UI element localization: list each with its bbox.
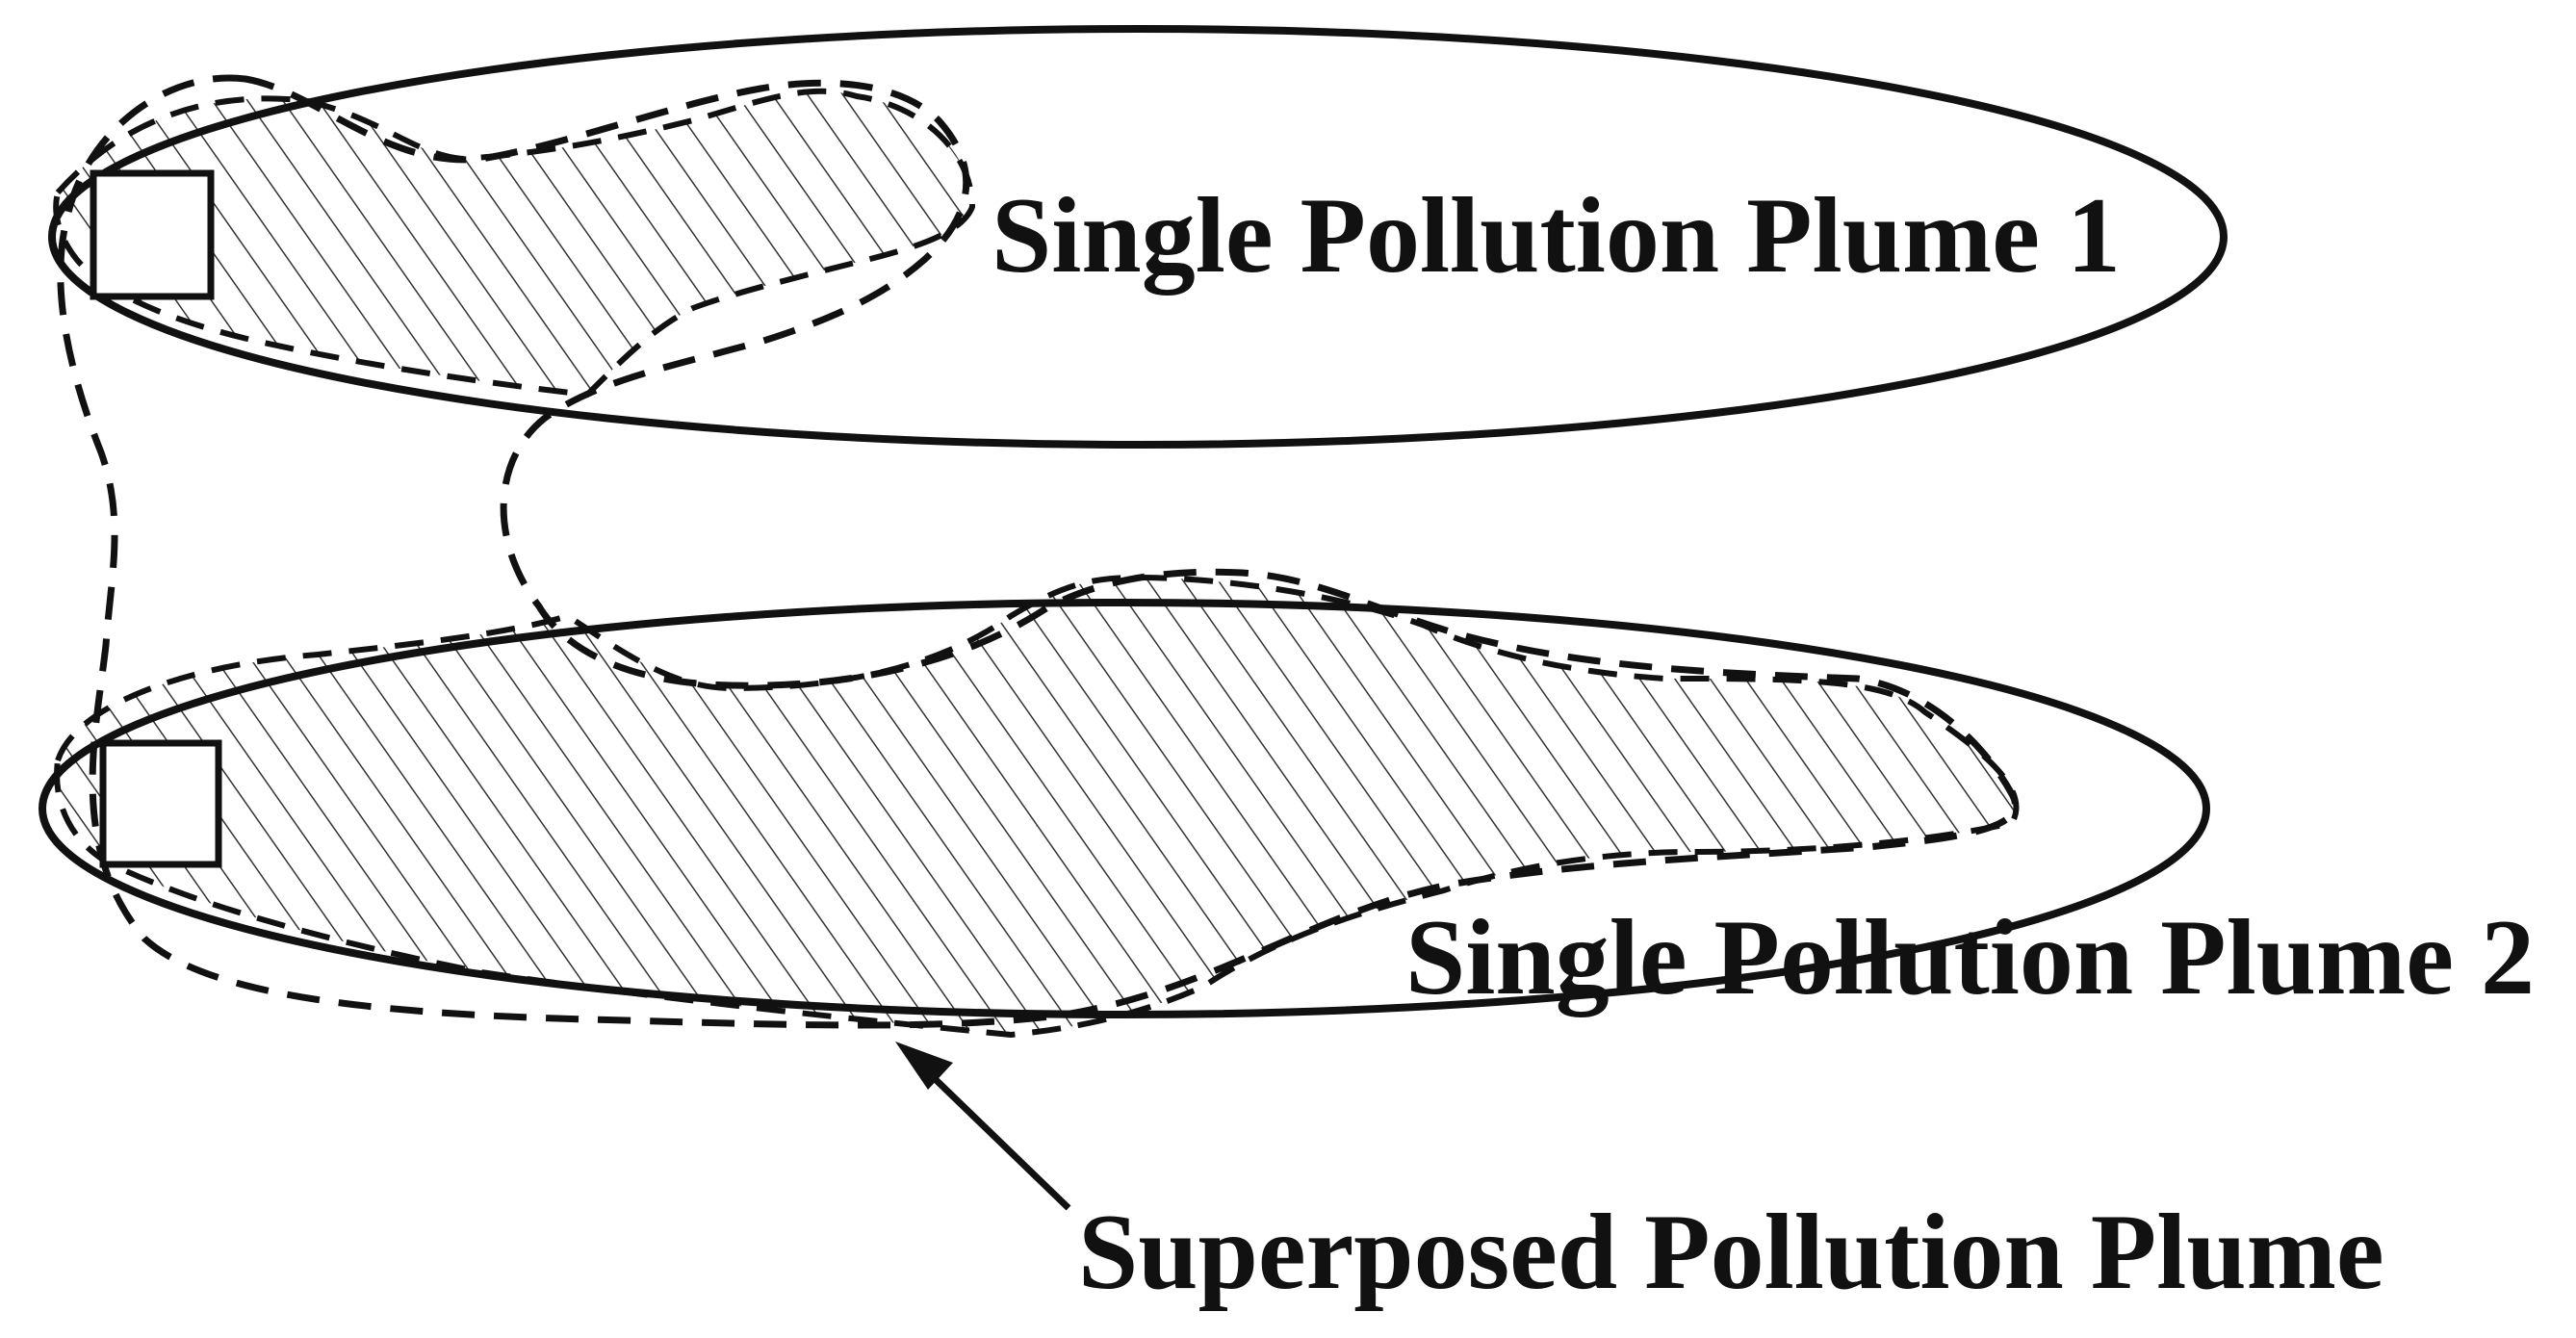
superposed-plume-outline [57,74,2019,1029]
superposed-arrow-head [895,1042,953,1090]
label-superposed: Superposed Pollution Plume [1078,1193,2384,1312]
superposed-arrow-line [921,1066,1071,1211]
hatched-region-upper [53,88,976,399]
source-box-2 [99,739,222,868]
plume-2-ellipse [39,599,2210,1018]
label-plume-2: Single Pollution Plume 2 [1405,898,2535,1017]
source-box-1 [90,169,215,300]
hatched-region-lower [54,574,2020,1039]
label-plume-1: Single Pollution Plume 1 [992,176,2121,296]
plume-1-ellipse [48,25,2228,449]
